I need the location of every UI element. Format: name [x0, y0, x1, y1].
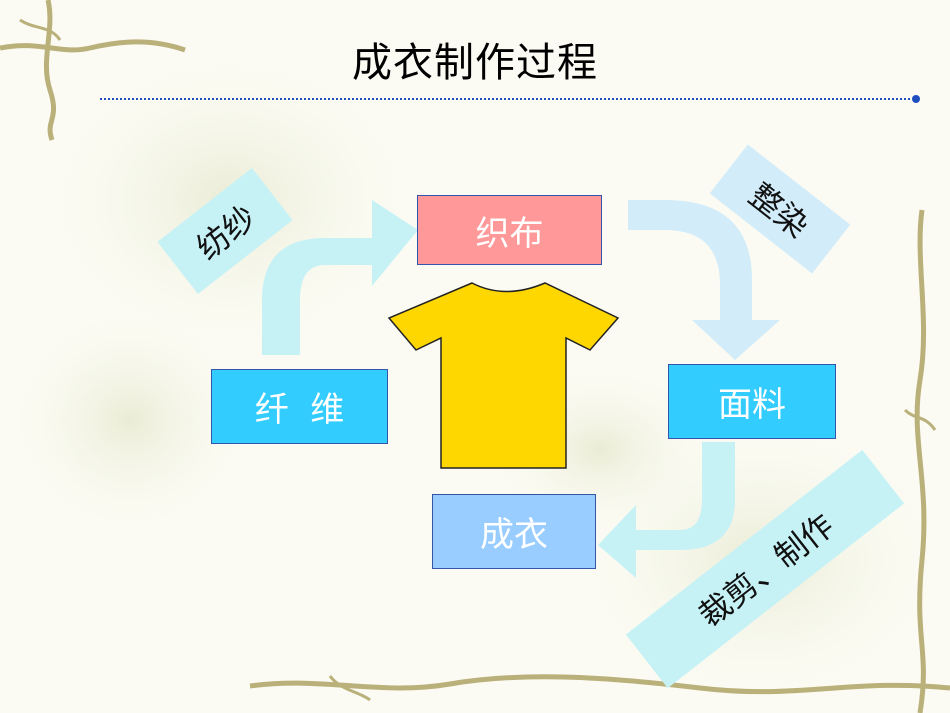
garment-box: 成衣	[432, 494, 596, 569]
fiber-box: 纤 维	[211, 369, 388, 444]
fabric-box: 面料	[668, 364, 836, 439]
